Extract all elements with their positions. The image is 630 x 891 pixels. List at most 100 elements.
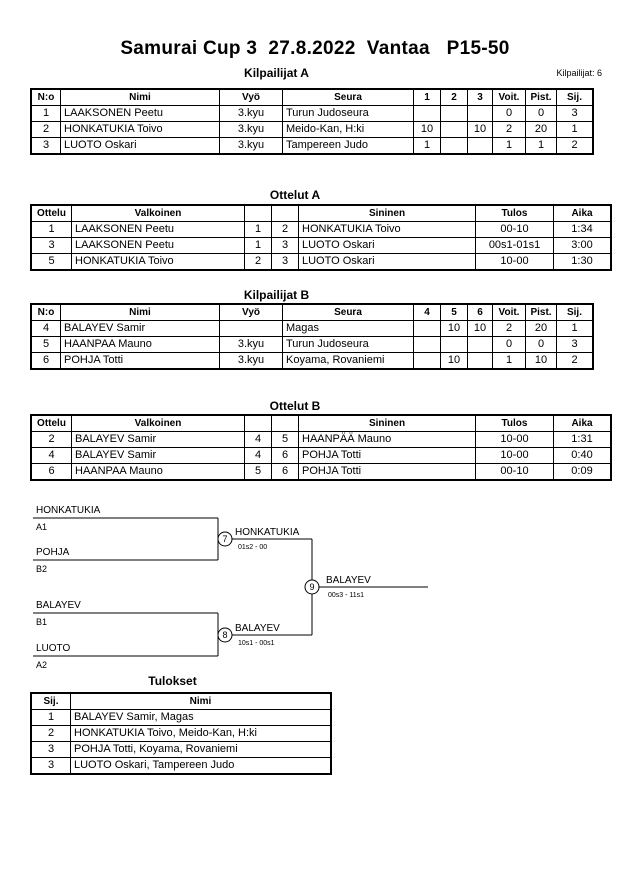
table-cell: [413, 320, 441, 337]
table-cell: 10-00: [475, 447, 554, 464]
table-cell: 4: [244, 431, 272, 448]
table-cell: 0:09: [553, 463, 612, 481]
table-cell: 4: [244, 447, 272, 464]
table-cell: BALAYEV Samir: [60, 320, 220, 337]
table-cell: 2: [244, 253, 272, 271]
section-title-ottelut-b: Ottelut B: [269, 399, 321, 413]
column-header: Seura: [282, 303, 414, 321]
table-cell: 1:34: [553, 221, 612, 238]
table-cell: 1: [492, 137, 526, 155]
table-cell: [440, 336, 468, 353]
table-cell: 2: [492, 121, 526, 138]
table-cell: Meido-Kan, H:ki: [282, 121, 414, 138]
table-cell: LAAKSONEN Peetu: [60, 105, 220, 122]
table-cell: 10: [413, 121, 441, 138]
table-cell: 3: [30, 741, 71, 758]
table-cell: 1: [30, 709, 71, 726]
table-cell: [413, 352, 441, 370]
section-title-tulokset: Tulokset: [148, 674, 197, 688]
table-cell: 2: [30, 725, 71, 742]
column-header: Seura: [282, 88, 414, 106]
table-cell: HONKATUKIA Toivo: [60, 121, 220, 138]
table-cell: 00-10: [475, 221, 554, 238]
table-cell: 3: [30, 757, 71, 775]
table-cell: 2: [30, 121, 61, 138]
column-header: Sininen: [298, 414, 476, 432]
table-cell: 3.kyu: [219, 352, 283, 370]
page-title: Samurai Cup 3 27.8.2022 Vantaa P15-50: [120, 38, 510, 59]
table-cell: Turun Judoseura: [282, 336, 414, 353]
table-cell: 00-10: [475, 463, 554, 481]
table-cell: 1: [244, 237, 272, 254]
table-cell: 10: [440, 352, 468, 370]
table-cell: [413, 336, 441, 353]
bracket-sf1-bottom-name: POHJA: [36, 547, 70, 558]
column-header: N:o: [30, 303, 61, 321]
table-cell: LUOTO Oskari: [298, 237, 476, 254]
bracket-final-match-number: 9: [309, 582, 314, 592]
table-cell: 20: [525, 121, 557, 138]
table-cell: [467, 105, 493, 122]
column-header: 3: [467, 88, 493, 106]
table-cell: 10-00: [475, 253, 554, 271]
column-header: Nimi: [70, 692, 332, 710]
table-cell: 6: [30, 463, 72, 481]
table-cell: 10: [440, 320, 468, 337]
table-cell: 6: [271, 447, 299, 464]
table-cell: 3: [271, 253, 299, 271]
match-number-circle: [217, 531, 233, 547]
bracket-sf2-bottom-seed: A2: [36, 660, 47, 670]
column-header: Tulos: [475, 204, 554, 222]
column-header: 2: [440, 88, 468, 106]
column-header: Nimi: [60, 303, 220, 321]
column-header: [271, 414, 299, 432]
column-header: Ottelu: [30, 204, 72, 222]
table-cell: 1: [30, 221, 72, 238]
table-cell: 1:31: [553, 431, 612, 448]
section-title-kilpailijat-b: Kilpailijat B: [243, 288, 310, 302]
table-cell: 1: [413, 137, 441, 155]
bracket-sf1-bottom-seed: B2: [36, 564, 47, 574]
table-cell: LAAKSONEN Peetu: [71, 237, 245, 254]
table-cell: BALAYEV Samir, Magas: [70, 709, 332, 726]
table-cell: 3: [556, 336, 594, 353]
table-cell: 1: [556, 121, 594, 138]
table-cell: 5: [244, 463, 272, 481]
table-cell: 10: [525, 352, 557, 370]
table-cell: 3.kyu: [219, 105, 283, 122]
table-cell: 0: [525, 336, 557, 353]
table-cell: HAANPAA Mauno: [60, 336, 220, 353]
bracket-sf2-bottom-name: LUOTO: [36, 643, 70, 654]
column-header: Aika: [553, 414, 612, 432]
table-cell: 0: [492, 336, 526, 353]
table-cell: 4: [30, 320, 61, 337]
column-header: N:o: [30, 88, 61, 106]
table-cell: 0:40: [553, 447, 612, 464]
table-cell: Turun Judoseura: [282, 105, 414, 122]
table-cell: POHJA Totti: [298, 463, 476, 481]
table-cell: 00s1-01s1: [475, 237, 554, 254]
table-cell: 20: [525, 320, 557, 337]
table-cell: POHJA Totti: [60, 352, 220, 370]
column-header: [271, 204, 299, 222]
column-header: Vyö: [219, 303, 283, 321]
table-cell: 10: [467, 121, 493, 138]
table-cell: 1: [30, 105, 61, 122]
table-cell: HONKATUKIA Toivo: [71, 253, 245, 271]
column-header: Pist.: [525, 303, 557, 321]
table-cell: 1: [525, 137, 557, 155]
bracket-sf1-score: 01s2 - 00: [238, 544, 267, 551]
